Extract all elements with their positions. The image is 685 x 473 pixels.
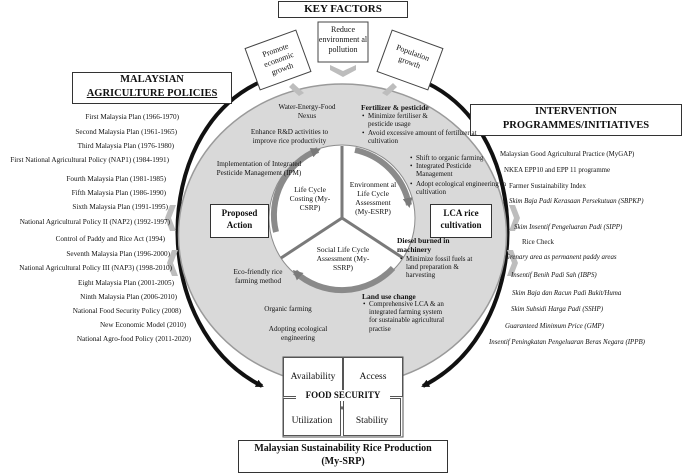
proposed-item-4: Eco-friendly rice farming method — [233, 268, 283, 285]
cycle-arrow-top — [354, 147, 413, 208]
intervention-item: Guaranteed Minimum Price (GMP) — [505, 323, 604, 330]
land-item-1: Comprehensive LCA & an integrated farmin… — [363, 300, 449, 333]
food-security-title: FOOD SECURITY — [296, 390, 390, 401]
fert-item-1: Minimize fertiliser & pesticide usage — [362, 112, 453, 128]
intervention-item: Farmer Sustainability Index — [509, 183, 586, 190]
interventions-title-line2: PROGRAMMES/INITIATIVES — [502, 120, 650, 131]
intervention-item: Skim Baja dan Racun Padi Bukit/Huma — [512, 290, 622, 297]
proposed-item-1: Water-Energy-Food Nexus — [278, 103, 336, 120]
inner-divider-2 — [280, 216, 343, 260]
policy-item: Control of Paddy and Rice Act (1994) — [55, 235, 165, 243]
interventions-title-line1: INTERVENTION — [535, 106, 617, 117]
policies-title: MALAYSIAN AGRICULTURE POLICIES — [72, 72, 232, 104]
reduce-box — [317, 21, 369, 63]
lcc-label: Life Cycle Costing (My-CSRP) — [289, 185, 331, 212]
policies-title-line1: MALAYSIAN — [120, 74, 184, 85]
intervention-item: Grenary area as permanent paddy areas — [505, 254, 617, 261]
bottom-line1: Malaysian Sustainability Rice Production — [254, 443, 432, 454]
intervention-item: NKEA EPP10 and EPP 11 programme — [504, 167, 611, 174]
proposed-line1: Proposed — [221, 208, 258, 218]
inner-divider-3 — [341, 216, 404, 260]
policy-item: Sixth Malaysia Plan (1991-1995) — [72, 203, 168, 211]
policy-item: New Economic Model (2010) — [99, 321, 186, 329]
cycle-arrow-left — [270, 147, 321, 233]
policy-item: National Food Security Policy (2008) — [72, 307, 181, 315]
policy-item: Fifth Malaysia Plan (1986-1990) — [71, 189, 166, 197]
fert-item-4: Integrated Pesticide Management — [410, 162, 488, 178]
lca-line2: cultivation — [440, 220, 482, 230]
intervention-item: Skim Insentif Pengeluaran Padi (SIPP) — [514, 224, 623, 231]
policy-item: First National Agricultural Policy (NAP1… — [10, 156, 169, 164]
proposed-action-box: Proposed Action — [210, 204, 269, 238]
intervention-item: Insentif Benih Padi Sah (IBPS) — [511, 272, 597, 279]
fert-item-5: Adopt ecological engineering in cultivat… — [410, 180, 508, 196]
reduce-text: Reduce environment al pollution — [318, 25, 368, 54]
elca-label: Environment al Life Cycle Assessment (My… — [349, 180, 397, 216]
intervention-item: Rice Check — [522, 239, 554, 246]
promote-box — [244, 29, 312, 91]
bottom-title: Malaysian Sustainability Rice Production… — [238, 440, 448, 473]
interventions-title: INTERVENTION PROGRAMMES/INITIATIVES — [470, 104, 682, 136]
fert-title: Fertilizer & pesticide — [361, 103, 429, 112]
proposed-item-3: Implementation of Integrated Pesticide M… — [216, 160, 302, 177]
slca-label: Social Life Cycle Assessment (My-SSRP) — [316, 245, 370, 272]
key-factors-title: KEY FACTORS — [278, 1, 408, 18]
stability-cell: Stability — [343, 398, 401, 436]
policy-item: National Agro-food Policy (2011-2020) — [76, 335, 191, 343]
right-curved-arrow — [419, 76, 510, 388]
proposed-item-2: Enhance R&D activities to improve rice p… — [250, 128, 329, 145]
policy-item: Third Malaysia Plan (1976-1980) — [77, 142, 174, 150]
policy-item: Seventh Malaysia Plan (1996-2000) — [66, 250, 170, 258]
intervention-item: Malaysian Good Agricultural Practice (My… — [500, 151, 635, 158]
land-title: Land use change — [362, 292, 416, 301]
left-curved-arrow — [175, 76, 266, 388]
diesel-item-1: Minimize fossil fuels at land preparatio… — [400, 255, 474, 280]
diesel-title: Diesel burned in machinery — [397, 236, 450, 254]
intervention-item: Skim Subsidi Harga Padi (SSHP) — [511, 306, 603, 313]
policy-item: Fourth Malaysia Plan (1981-1985) — [66, 175, 166, 183]
policy-item: Ninth Malaysia Plan (2006-2010) — [80, 293, 177, 301]
population-box — [376, 29, 444, 91]
bottom-line2: (My-SRP) — [321, 456, 365, 467]
proposed-item-6: Adopting ecological engineering — [268, 325, 328, 342]
fert-item-2: Avoid excessive amount of fertilizer at … — [362, 129, 478, 145]
policy-item: National Agricultural Policy II (NAP2) (… — [19, 218, 170, 226]
cycle-arrow-bottom — [292, 265, 396, 294]
lca-line1: LCA rice — [443, 208, 479, 218]
lca-rice-box: LCA rice cultivation — [430, 204, 492, 238]
chevrons — [165, 65, 520, 410]
utilization-cell: Utilization — [283, 398, 341, 436]
policies-title-line2: AGRICULTURE POLICIES — [86, 88, 218, 99]
intervention-item: Skim Baja Padi Kerasaan Persekutuan (SBP… — [509, 198, 644, 205]
policy-item: National Agricultural Policy III (NAP3) … — [19, 264, 172, 272]
proposed-line2: Action — [226, 220, 253, 230]
policy-item: Second Malaysia Plan (1961-1965) — [75, 128, 177, 136]
policy-item: First Malaysia Plan (1966-1970) — [85, 113, 179, 121]
intervention-item: Insentif Peningkatan Pengeluaran Beras N… — [489, 339, 645, 346]
policy-item: Eight Malaysia Plan (2001-2005) — [77, 279, 174, 287]
fert-item-3: Shift to organic farming — [410, 154, 506, 162]
proposed-item-5: Organic farming — [264, 305, 312, 313]
